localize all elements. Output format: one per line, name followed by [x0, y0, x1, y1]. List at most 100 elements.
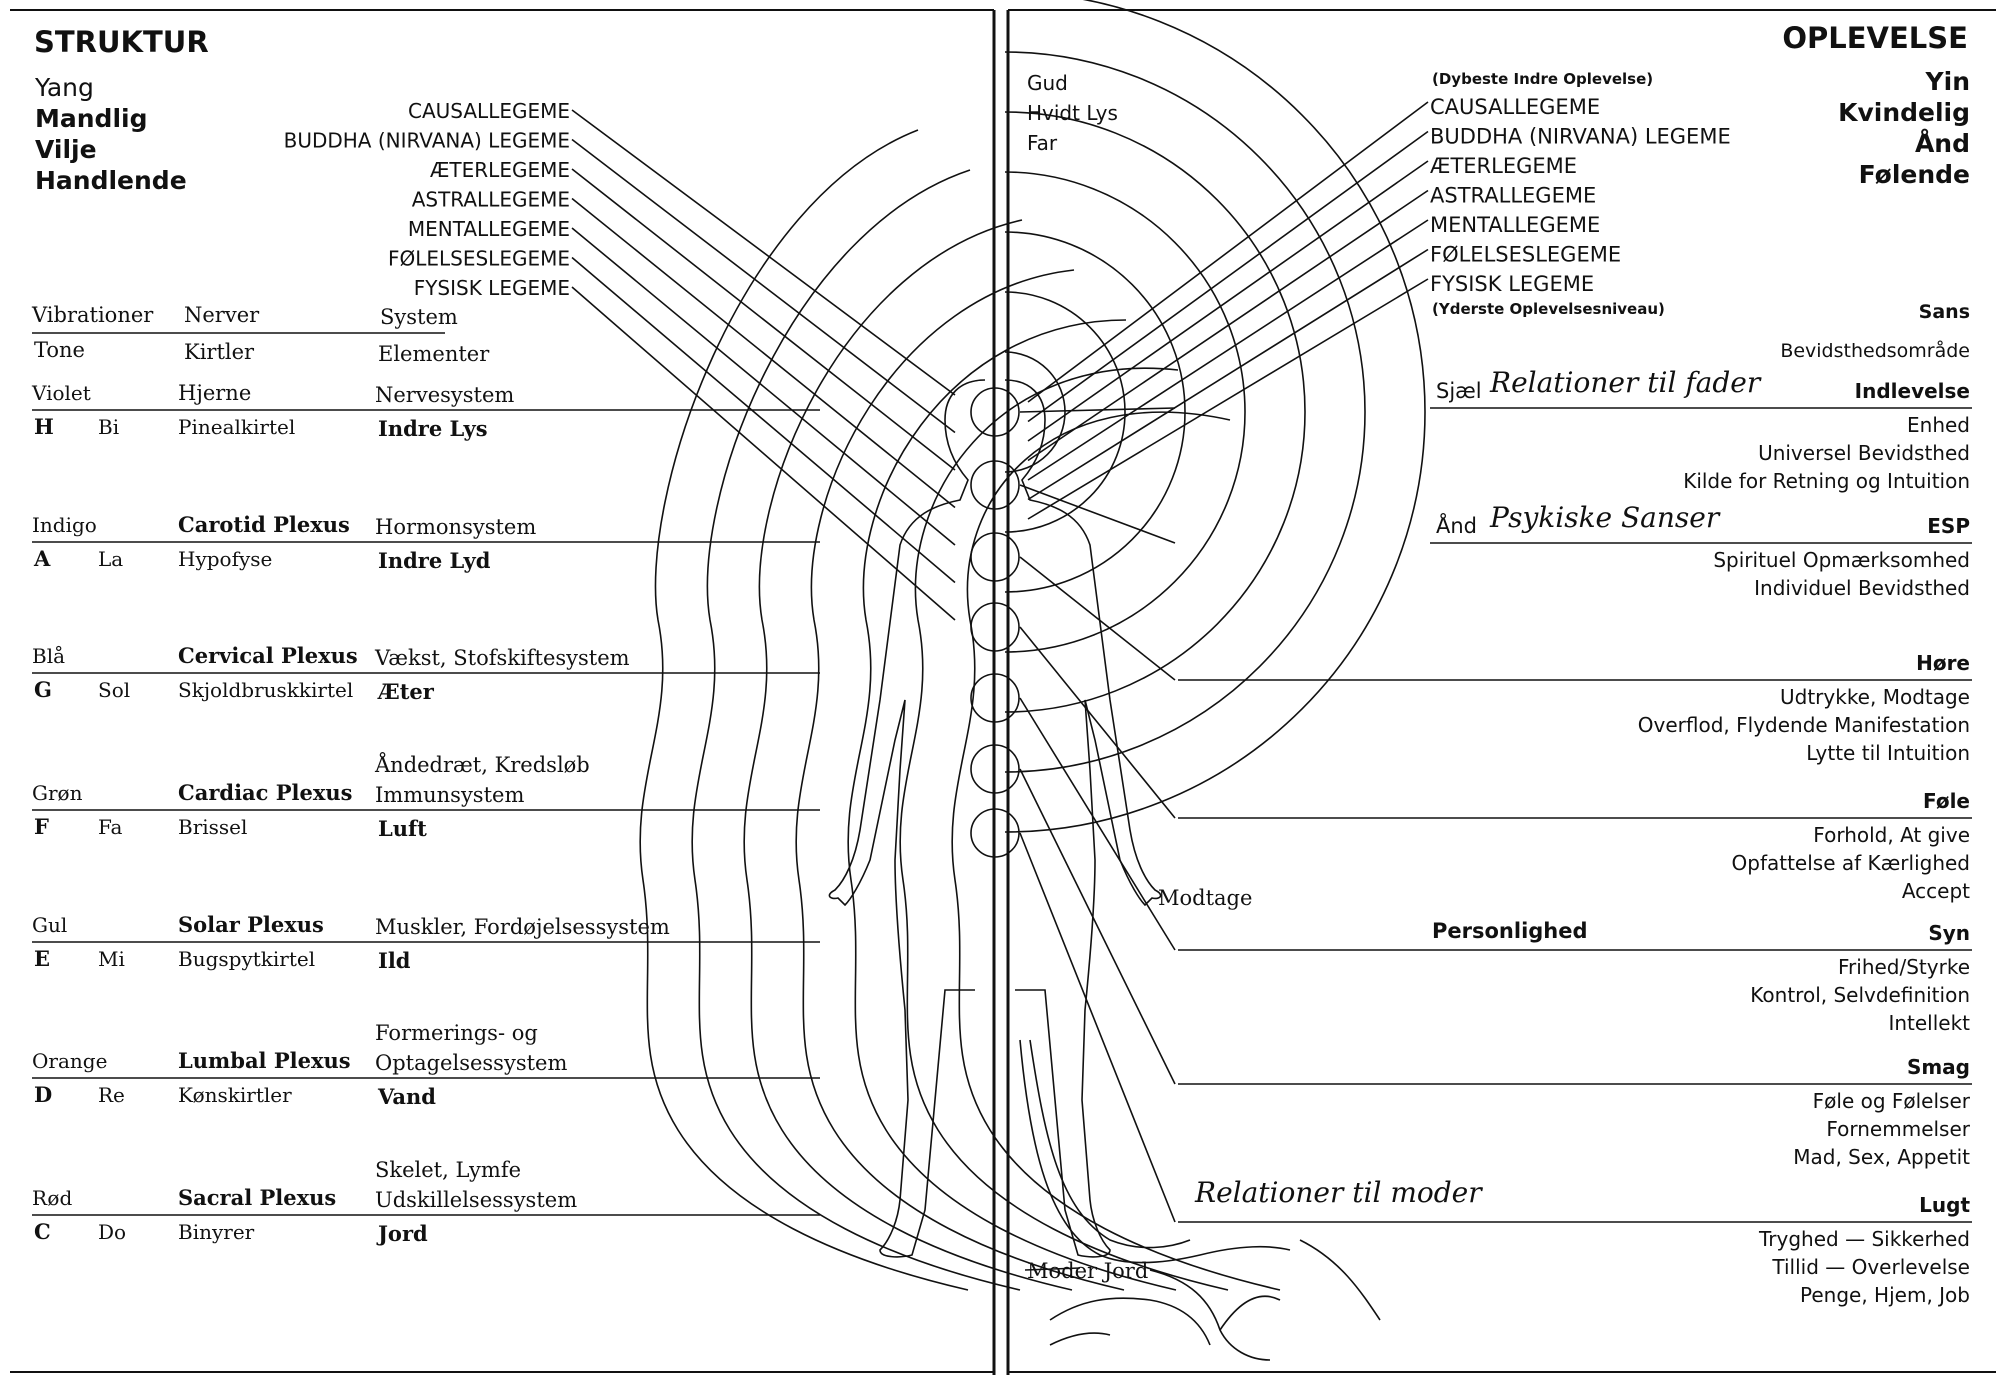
row-gland: Binyrer — [178, 1220, 255, 1244]
section-label: Sjæl — [1436, 379, 1482, 403]
section-line-text: Spirituel Opmærksomhed — [1713, 548, 1970, 572]
row-nerve: Hjerne — [178, 381, 251, 405]
section-sense: Høre — [1916, 651, 1970, 675]
right-body-label: ASTRALLEGEME — [1430, 184, 1596, 208]
left-body-label: CAUSALLEGEME — [408, 99, 570, 123]
row-system: Hormonsystem — [375, 515, 536, 539]
section-line-text: Lytte til Intuition — [1806, 741, 1970, 765]
handwritten-note: Psykiske Sanser — [1489, 501, 1721, 534]
row-tone: F — [34, 814, 49, 839]
body-ray — [572, 228, 955, 545]
row-nerve: Cardiac Plexus — [178, 780, 353, 805]
row-color: Orange — [32, 1049, 107, 1073]
chakra-connector — [1020, 485, 1175, 543]
section-sense: Smag — [1907, 1055, 1970, 1079]
section-line-text: Fornemmelser — [1826, 1117, 1970, 1141]
section-line-text: Kilde for Retning og Intuition — [1683, 469, 1970, 493]
body-ray — [1028, 220, 1428, 480]
left-body-label: FYSISK LEGEME — [414, 276, 570, 300]
row-element: Jord — [376, 1221, 428, 1246]
right-title: OPLEVELSE — [1782, 21, 1968, 55]
right-top-label: Hvidt Lys — [1027, 101, 1118, 125]
modtage-label: Modtage — [1158, 886, 1252, 910]
row-system: Nervesystem — [375, 383, 514, 407]
row-tone: A — [33, 546, 51, 571]
section-line-text: Universel Bevidsthed — [1758, 441, 1970, 465]
section-label: Ånd — [1436, 512, 1477, 538]
left-body-label: MENTALLEGEME — [408, 217, 570, 241]
chakra-connector — [1020, 627, 1175, 818]
left-quality: Mandlig — [35, 104, 147, 133]
left-body-label: FØLELSESLEGEME — [388, 247, 570, 271]
section-line-text: Frihed/Styrke — [1838, 955, 1970, 979]
row-tone: E — [34, 946, 50, 971]
row-system: Muskler, Fordøjelsessystem — [375, 915, 670, 939]
right-qualities: YinKvindeligÅndFølende — [1838, 67, 1970, 189]
section-line-text: Mad, Sex, Appetit — [1793, 1145, 1970, 1169]
header-elements: Elementer — [378, 342, 490, 366]
section-sense: Syn — [1928, 921, 1970, 945]
row-color: Blå — [32, 644, 65, 668]
row-gland: Pinealkirtel — [178, 415, 295, 439]
handwritten-note: Relationer til moder — [1194, 1176, 1483, 1209]
row-note: Mi — [98, 947, 125, 971]
handwritten-note: Relationer til fader — [1489, 366, 1762, 399]
left-quality: Vilje — [35, 135, 97, 164]
row-note: Sol — [98, 678, 130, 702]
row-element: Luft — [378, 816, 427, 841]
section-line-text: Tillid — Overlevelse — [1771, 1255, 1970, 1279]
row-gland: Hypofyse — [178, 547, 272, 571]
section-line-text: Accept — [1902, 879, 1970, 903]
row-gland: Brissel — [178, 815, 247, 839]
right-quality: Følende — [1859, 160, 1970, 189]
chakra-connector — [1020, 698, 1175, 950]
section-line-text: Intellekt — [1888, 1011, 1970, 1035]
inner-note: (Dybeste Indre Oplevelse) — [1432, 70, 1653, 88]
right-body-label: FØLELSESLEGEME — [1430, 243, 1621, 267]
section-label: Personlighed — [1432, 919, 1588, 943]
row-tone: G — [34, 677, 52, 702]
row-element: Ild — [378, 948, 411, 973]
outer-note: (Yderste Oplevelsesniveau) — [1432, 300, 1665, 318]
row-gland: Bugspytkirtel — [178, 947, 315, 971]
moder-jord-label: Moder Jord — [1027, 1259, 1148, 1283]
section-sense: Lugt — [1919, 1193, 1970, 1217]
header-vibrations: Vibrationer — [31, 303, 154, 327]
row-color: Grøn — [32, 781, 83, 805]
section-line-text: Opfattelse af Kærlighed — [1732, 851, 1970, 875]
right-quality: Ånd — [1915, 129, 1970, 158]
section-line-text: Udtrykke, Modtage — [1780, 685, 1970, 709]
row-system: Immunsystem — [375, 783, 524, 807]
chakra-connector — [1020, 833, 1175, 1222]
section-line-text: Individuel Bevidsthed — [1754, 576, 1970, 600]
row-color: Gul — [32, 913, 67, 937]
awareness-header: Bevidsthedsområde — [1780, 339, 1970, 362]
aura-shell — [900, 368, 1228, 1290]
row-gland: Kønskirtler — [178, 1083, 292, 1107]
section-line-text: Tryghed — Sikkerhed — [1758, 1227, 1970, 1251]
left-title: STRUKTUR — [34, 25, 209, 59]
row-color: Indigo — [32, 513, 97, 537]
chakra-connector — [1020, 557, 1175, 680]
left-qualities: YangMandligViljeHandlende — [34, 73, 187, 195]
row-element: Indre Lyd — [378, 548, 491, 573]
right-sections: SjælRelationer til faderIndlevelseEnhedU… — [1194, 366, 1971, 1307]
row-note: Fa — [98, 815, 123, 839]
system-extra: Åndedræt, Kredsløb — [374, 752, 590, 777]
right-body-label: BUDDHA (NIRVANA) LEGEME — [1430, 125, 1731, 149]
section-line-text: Overflod, Flydende Manifestation — [1638, 713, 1970, 737]
row-system: Vækst, Stofskiftesystem — [374, 646, 630, 670]
row-nerve: Sacral Plexus — [178, 1185, 336, 1210]
chakra-connector — [1020, 769, 1175, 1084]
header-glands: Kirtler — [184, 340, 255, 364]
row-element: Indre Lys — [378, 416, 488, 441]
row-nerve: Carotid Plexus — [178, 512, 350, 537]
aura-shell — [952, 412, 1280, 1290]
row-tone: D — [34, 1082, 52, 1107]
right-quality: Kvindelig — [1838, 98, 1970, 127]
aura-shell — [692, 170, 1020, 1290]
row-note: Re — [98, 1083, 125, 1107]
